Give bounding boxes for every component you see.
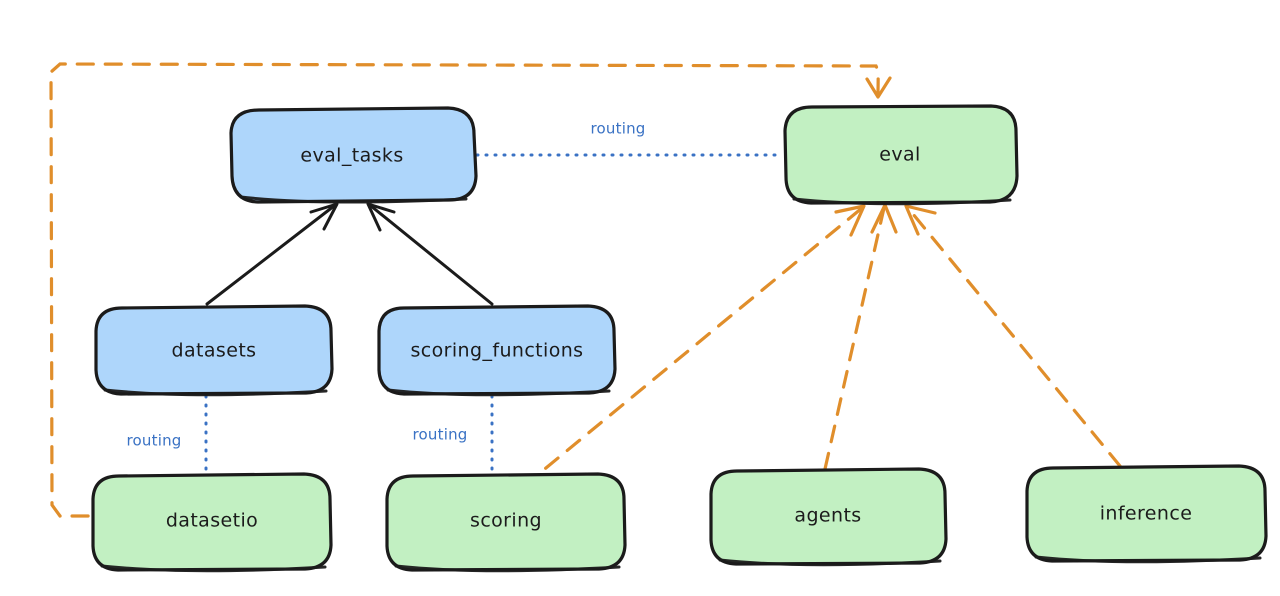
arrow-head-datasets-eval-tasks bbox=[309, 202, 339, 231]
node-datasets-label: datasets bbox=[172, 340, 257, 362]
node-scoring-label: scoring bbox=[470, 510, 542, 532]
edge-label-bg-1 bbox=[575, 114, 663, 142]
edge-label-routing-eval: routing bbox=[575, 114, 663, 142]
edge-label-routing-datasetio: routing bbox=[110, 426, 198, 454]
node-datasetio-shadow bbox=[100, 564, 327, 573]
arrow-head-scoring-eval bbox=[834, 204, 866, 237]
edge-label-routing-1: routing bbox=[591, 120, 646, 138]
node-agents-label: agents bbox=[794, 505, 861, 527]
node-scoring-functions[interactable]: scoring_functions bbox=[377, 304, 617, 397]
node-datasetio-label: datasetio bbox=[166, 510, 258, 532]
node-eval-tasks[interactable]: eval_tasks bbox=[229, 106, 478, 204]
edge-path-datasets-eval-tasks bbox=[205, 204, 336, 306]
node-scoring-functions-shadow bbox=[386, 388, 611, 397]
arrow-head-eval-top bbox=[865, 76, 892, 99]
edge-label-routing-scoring: routing bbox=[396, 420, 484, 448]
node-eval-label: eval bbox=[879, 144, 920, 166]
node-inference-shadow bbox=[1034, 555, 1262, 564]
edge-scoring-to-eval bbox=[522, 204, 866, 488]
edge-path-eval-datasetio bbox=[49, 62, 880, 518]
edge-agents-to-eval bbox=[823, 203, 898, 471]
node-eval-shadow bbox=[792, 197, 1012, 206]
node-inference[interactable]: inference bbox=[1025, 464, 1268, 564]
edge-label-bg-2 bbox=[110, 426, 198, 454]
edge-datasets-to-eval-tasks bbox=[205, 202, 339, 306]
edge-path-scoring-functions-eval-tasks bbox=[369, 204, 494, 306]
node-eval-tasks-label: eval_tasks bbox=[300, 145, 403, 167]
arrow-head-inference-eval bbox=[904, 204, 937, 236]
arrow-head-agents-eval bbox=[870, 203, 898, 234]
arrow-head-scoring-functions-eval-tasks bbox=[366, 202, 396, 232]
edge-label-bg-3 bbox=[396, 420, 484, 448]
edge-path-inference-eval bbox=[906, 206, 1122, 468]
node-eval-tasks-shadow bbox=[239, 195, 468, 204]
edge-eval-to-datasetio bbox=[49, 62, 892, 518]
node-agents-shadow bbox=[718, 558, 942, 567]
edge-scoring-functions-to-eval-tasks bbox=[366, 202, 494, 306]
edge-label-routing-2: routing bbox=[127, 432, 182, 450]
node-agents[interactable]: agents bbox=[709, 467, 948, 567]
edge-inference-to-eval bbox=[904, 204, 1122, 468]
node-datasets[interactable]: datasets bbox=[94, 304, 334, 397]
node-scoring[interactable]: scoring bbox=[385, 472, 627, 573]
node-scoring-shadow bbox=[394, 564, 621, 573]
edge-path-agents-eval bbox=[823, 206, 886, 471]
node-datasets-shadow bbox=[103, 388, 328, 397]
edge-label-routing-3: routing bbox=[413, 426, 468, 444]
node-eval[interactable]: eval bbox=[783, 104, 1019, 206]
edge-path-scoring-eval bbox=[522, 206, 864, 488]
node-scoring-functions-label: scoring_functions bbox=[411, 340, 584, 362]
node-inference-label: inference bbox=[1100, 503, 1193, 525]
node-datasetio[interactable]: datasetio bbox=[91, 472, 333, 573]
